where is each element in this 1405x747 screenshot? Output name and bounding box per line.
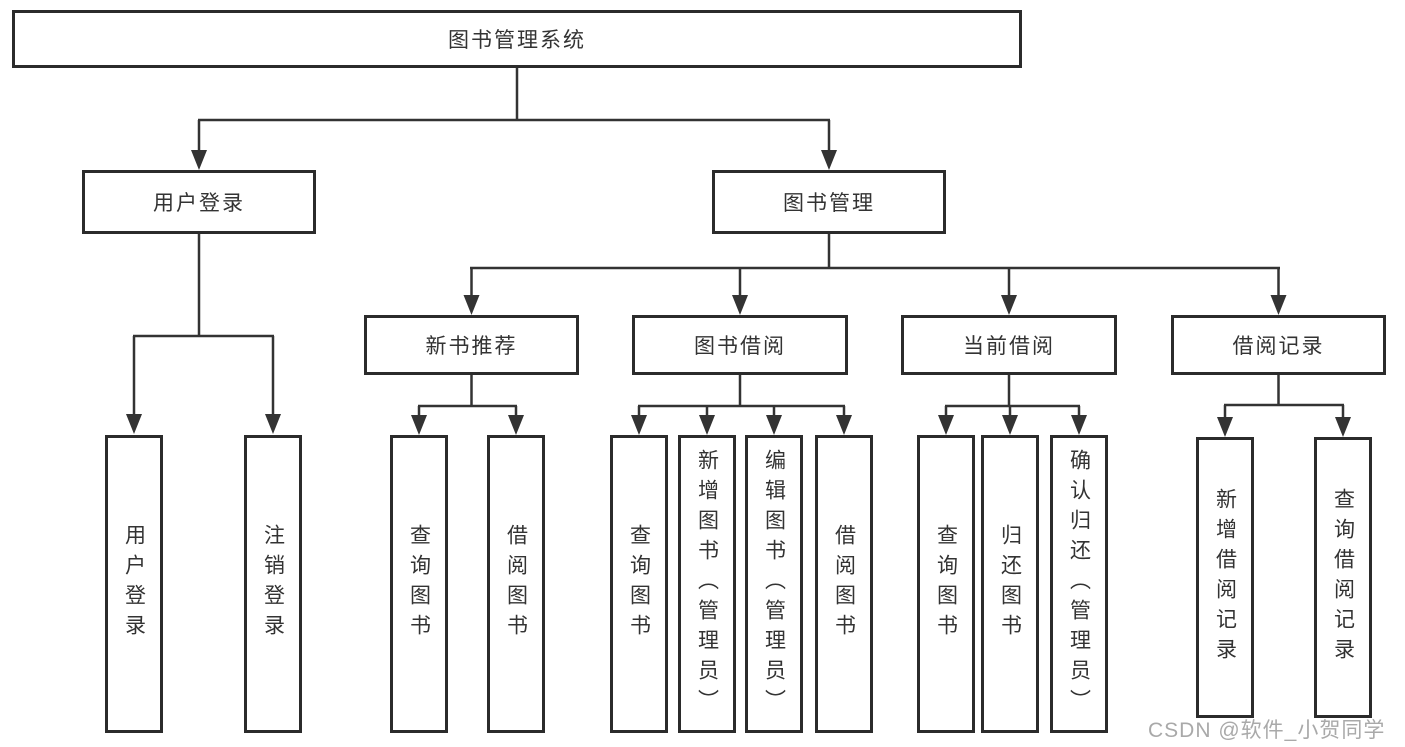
leaf-logout-label: 注销登录 <box>261 524 285 644</box>
leaf-borrow-books-label: 借阅图书 <box>832 524 856 644</box>
node-borrow-records: 借阅记录 <box>1171 315 1386 375</box>
node-root: 图书管理系统 <box>12 10 1022 68</box>
leaf-add-borrow-record-label: 新增借阅记录 <box>1213 487 1237 668</box>
leaf-return-books: 归还图书 <box>981 435 1039 733</box>
leaf-add-books-admin-label: 新增图书（管理员） <box>695 449 719 719</box>
node-book-management-label: 图书管理 <box>783 192 875 215</box>
leaf-search-books-current: 查询图书 <box>917 435 975 733</box>
leaf-search-books-borrow: 查询图书 <box>610 435 668 733</box>
node-user-login: 用户登录 <box>82 170 316 234</box>
leaf-search-books-current-label: 查询图书 <box>934 524 958 644</box>
leaf-search-books-recommend-label: 查询图书 <box>407 524 431 644</box>
leaf-edit-books-admin-label: 编辑图书（管理员） <box>762 449 786 719</box>
leaf-confirm-return-admin: 确认归还（管理员） <box>1050 435 1108 733</box>
leaf-search-books-borrow-label: 查询图书 <box>627 524 651 644</box>
node-new-book-recommend-label: 新书推荐 <box>425 335 518 358</box>
node-borrow-records-label: 借阅记录 <box>1232 335 1325 358</box>
leaf-edit-books-admin: 编辑图书（管理员） <box>745 435 803 733</box>
leaf-add-books-admin: 新增图书（管理员） <box>678 435 736 733</box>
leaf-borrow-books: 借阅图书 <box>815 435 873 733</box>
leaf-search-borrow-record-label: 查询借阅记录 <box>1331 487 1355 668</box>
node-root-label: 图书管理系统 <box>448 29 586 52</box>
leaf-search-books-recommend: 查询图书 <box>390 435 448 733</box>
leaf-add-borrow-record: 新增借阅记录 <box>1196 437 1254 718</box>
node-current-borrow: 当前借阅 <box>901 315 1117 375</box>
leaf-borrow-books-recommend: 借阅图书 <box>487 435 545 733</box>
leaf-borrow-books-recommend-label: 借阅图书 <box>504 524 528 644</box>
node-book-borrow: 图书借阅 <box>632 315 848 375</box>
node-book-management: 图书管理 <box>712 170 946 234</box>
node-current-borrow-label: 当前借阅 <box>963 335 1055 358</box>
leaf-user-login: 用户登录 <box>105 435 163 733</box>
leaf-return-books-label: 归还图书 <box>998 524 1022 644</box>
watermark: CSDN @软件_小贺同学 <box>1148 719 1386 742</box>
leaf-logout: 注销登录 <box>244 435 302 733</box>
node-book-borrow-label: 图书借阅 <box>694 335 786 358</box>
leaf-user-login-label: 用户登录 <box>122 524 146 644</box>
arrowheads <box>126 150 1351 437</box>
node-user-login-label: 用户登录 <box>153 192 245 215</box>
leaf-search-borrow-record: 查询借阅记录 <box>1314 437 1372 718</box>
leaf-confirm-return-admin-label: 确认归还（管理员） <box>1067 449 1091 719</box>
node-new-book-recommend: 新书推荐 <box>364 315 579 375</box>
